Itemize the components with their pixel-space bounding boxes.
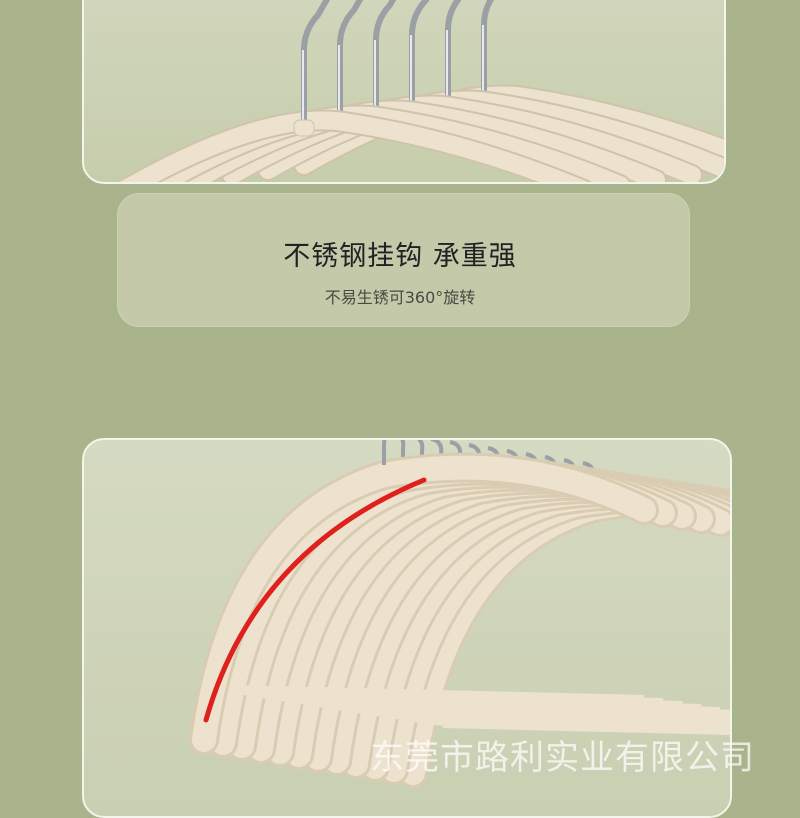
feature-title: 不锈钢挂钩 承重强: [283, 241, 517, 272]
company-watermark: 东莞市路利实业有限公司: [370, 738, 755, 778]
feature-card: [117, 193, 690, 327]
hook-closeup-panel: [82, 0, 726, 184]
hanger-stack-panel: [82, 438, 732, 818]
hanger-stack-image: [189, 440, 730, 788]
hook-closeup-image: [116, 0, 724, 182]
feature-subtitle: 不易生锈可360°旋转: [324, 288, 476, 307]
